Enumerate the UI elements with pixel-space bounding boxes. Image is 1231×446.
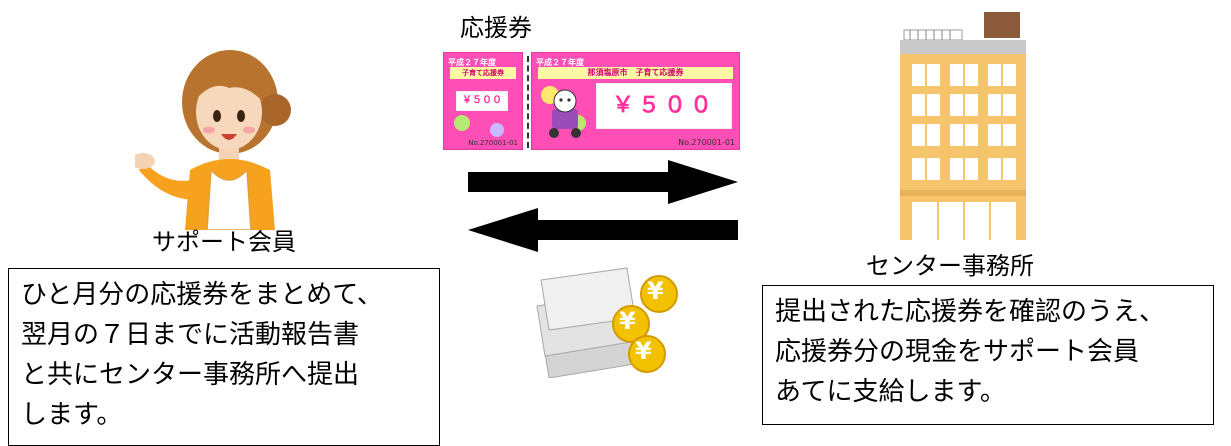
member-instruction-box: ひと月分の応援券をまとめて、 翌月の７日までに活動報告書 と共にセンター事務所へ… (8, 268, 440, 446)
arrow-to-office (468, 160, 738, 204)
stub-amount: ￥５００ (456, 91, 508, 111)
perforation (527, 56, 529, 148)
supporter-illustration (135, 40, 305, 230)
member-instruction-line-2: 翌月の７日までに活動報告書 (21, 320, 360, 350)
stub-dot-decoration (454, 115, 470, 131)
member-instruction-line-4: します。 (21, 400, 123, 430)
office-instruction-line-2: 応援券分の現金をサポート会員 (775, 337, 1140, 367)
office-building-illustration (890, 10, 1040, 240)
member-instruction-line-1: ひと月分の応援券をまとめて、 (21, 280, 383, 310)
stub-serial: No.270001-01 (468, 139, 518, 147)
coin-icon (612, 275, 678, 373)
voucher-stub: 平成２７年度 子育て応援券 ￥５００ No.270001-01 (443, 52, 523, 150)
office-instruction-box: 提出された応援券を確認のうえ、 応援券分の現金をサポート会員 あてに支給します。 (762, 285, 1214, 425)
mascot-icon (540, 83, 588, 139)
stub-dot-decoration-2 (490, 123, 504, 137)
yen-symbol-3: ¥ (635, 337, 652, 365)
voucher-title: 応援券 (460, 14, 532, 42)
main-year: 平成２７年度 (536, 58, 584, 67)
voucher-main: 平成２７年度 那須塩原市 子育て応援券 ￥５００ No.270001-01 (531, 52, 740, 150)
arrow-to-member (468, 208, 738, 252)
office-instruction-line-1: 提出された応援券を確認のうえ、 (775, 297, 1166, 327)
office-instruction-line-3: あてに支給します。 (775, 377, 1006, 407)
stub-year: 平成２７年度 (448, 58, 496, 67)
supporter-label: サポート会員 (152, 228, 296, 256)
office-label: センター事務所 (866, 252, 1034, 280)
banknote-icon (536, 267, 636, 378)
main-name: 那須塩原市 子育て応援券 (538, 67, 733, 79)
stub-name: 子育て応援券 (450, 67, 516, 79)
main-amount: ￥５００ (596, 83, 732, 129)
yen-symbol-1: ¥ (647, 277, 664, 305)
cash-illustration: ¥ ¥ ¥ (535, 266, 685, 378)
main-serial: No.270001-01 (678, 138, 735, 147)
yen-symbol-2: ¥ (619, 307, 636, 335)
member-instruction-line-3: と共にセンター事務所へ提出 (21, 360, 360, 390)
